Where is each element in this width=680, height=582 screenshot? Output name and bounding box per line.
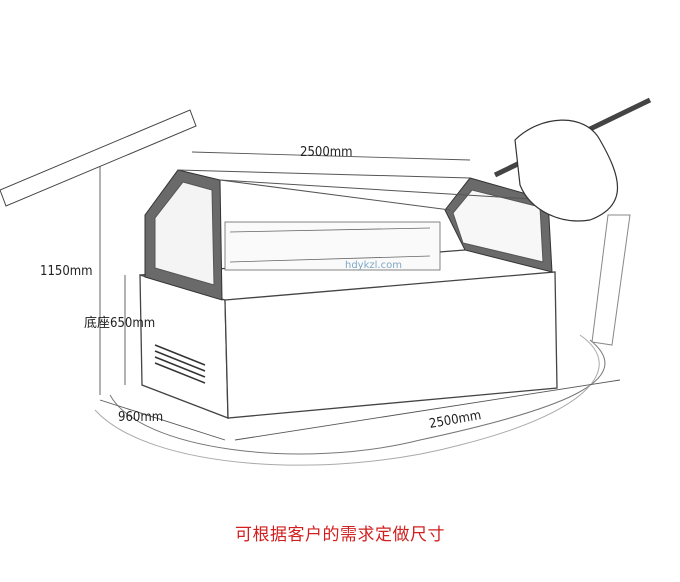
- watermark-url: hdykzl.com: [345, 260, 402, 271]
- vent-grille: [154, 344, 206, 384]
- depth-label: 960mm: [118, 410, 163, 425]
- ruler-right: [591, 214, 631, 346]
- base-body: [139, 249, 558, 419]
- right-end-frame: [444, 177, 553, 273]
- dimension-lines: [99, 148, 621, 441]
- top-glass: [177, 169, 549, 211]
- floor-ellipse: [94, 334, 606, 466]
- custom-size-caption: 可根据客户的需求定做尺寸: [235, 525, 445, 545]
- hand-with-pencil: [493, 97, 652, 222]
- left-end-frame: [144, 169, 223, 301]
- ruler-left: [0, 109, 197, 207]
- top-width-label: 2500mm: [300, 145, 353, 160]
- interior-panel: [224, 221, 441, 271]
- base-height-label: 底座650mm: [84, 315, 155, 331]
- bottom-width-label: 2500mm: [428, 408, 482, 432]
- height-label: 1150mm: [40, 264, 93, 279]
